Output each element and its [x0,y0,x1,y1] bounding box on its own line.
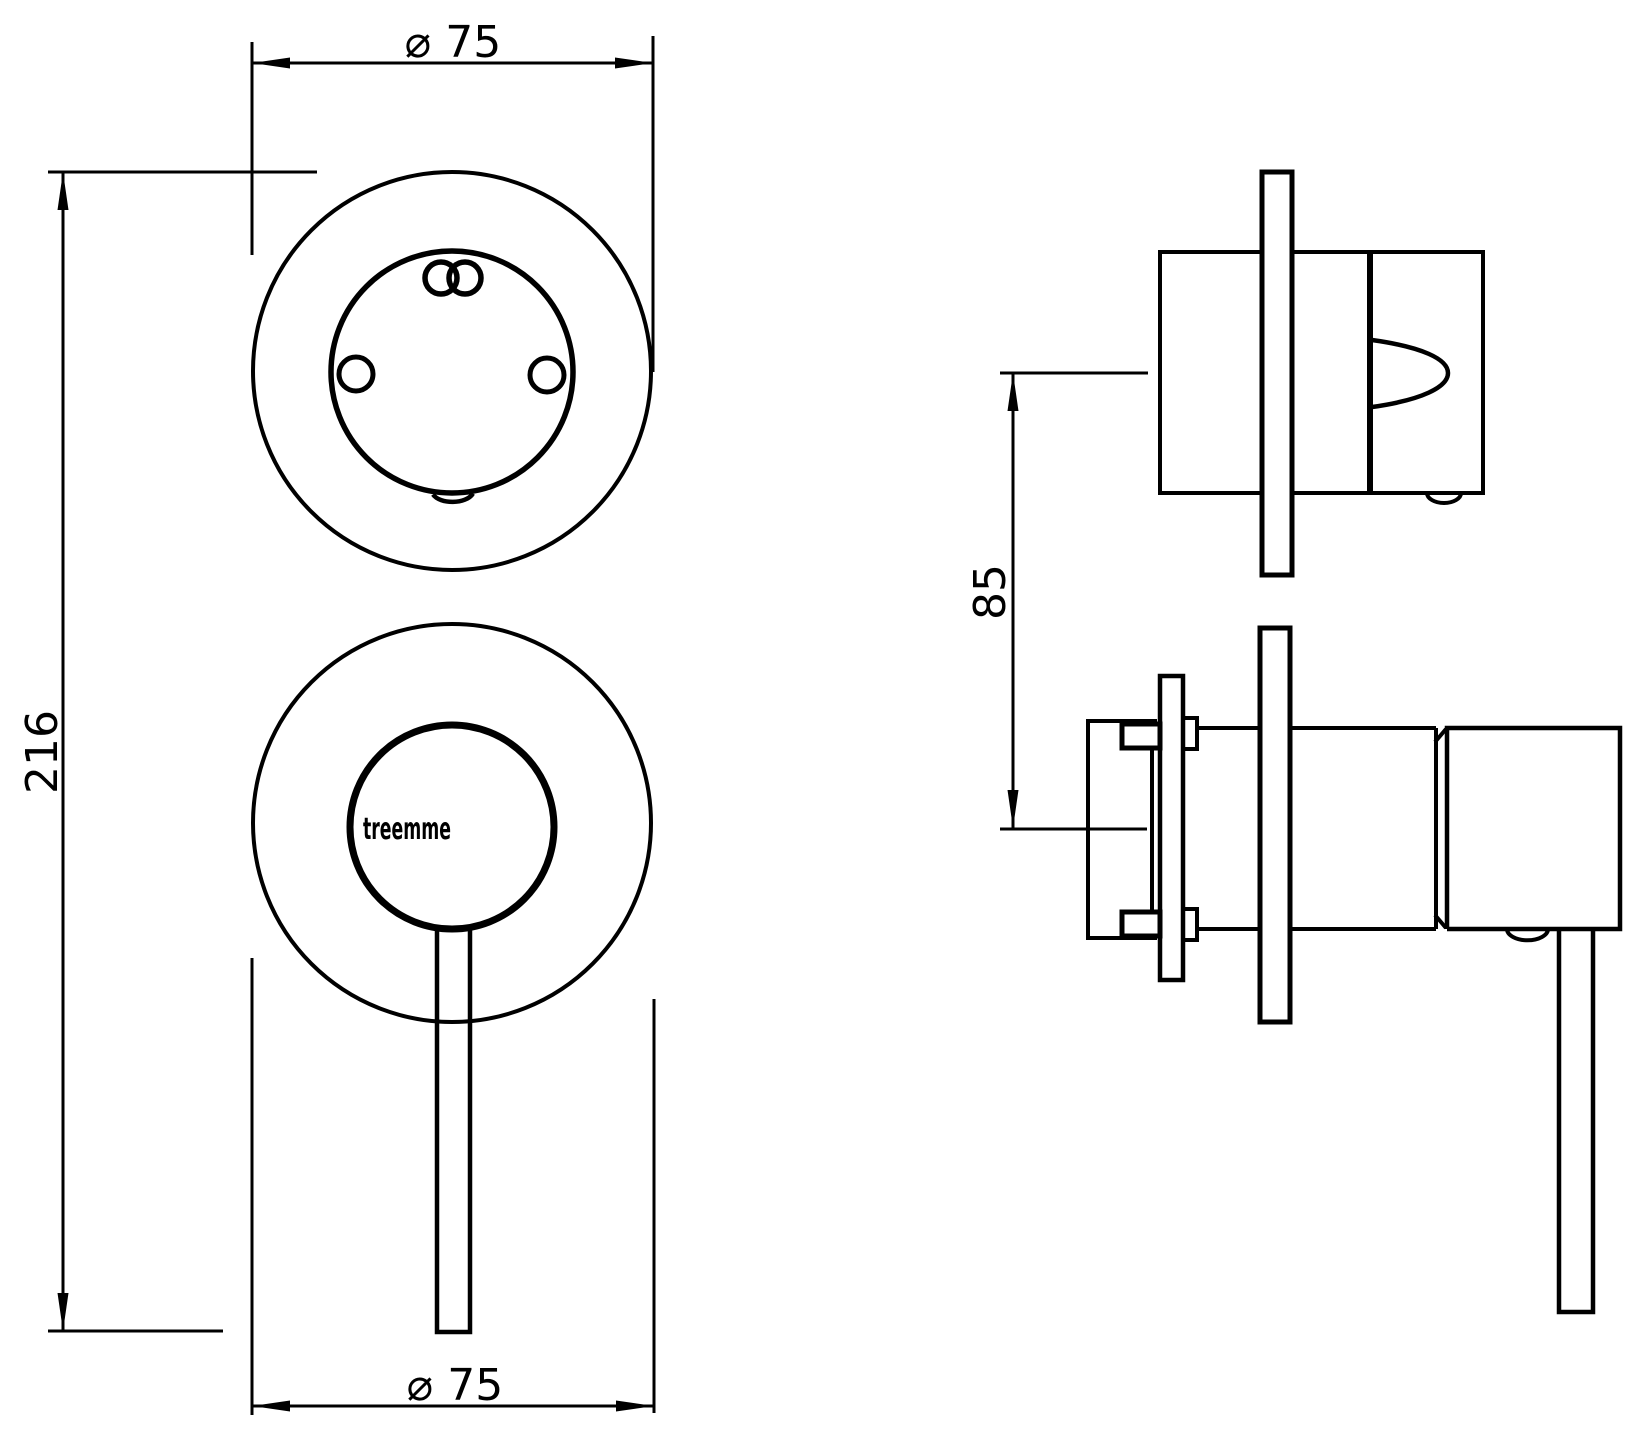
arrowhead-up [1007,373,1019,411]
valve-body-neck-edges [1197,726,1260,931]
brand-logo: treemme [363,812,451,847]
arrowhead-right [615,57,653,69]
bottom-wall-plate-side [1257,625,1293,1025]
screw-hole-right [527,355,567,395]
arrowhead-down [1007,790,1019,828]
arrowhead-down [57,1293,69,1331]
mounting-bracket-plate [1157,673,1186,983]
arrowhead-up [57,172,69,210]
dimension-label-top-diameter: ⌀ 75 [405,17,501,68]
diverter-ring-right-circle [446,259,484,297]
dimension-bottom-diameter: ⌀ 75 [250,958,656,1415]
dimension-wall-depth: 85 [965,371,1148,831]
front-view-bottom-mixer: treemme [251,622,653,1335]
top-escutcheon-outer-circle [251,170,653,572]
dimension-label-overall-height: 216 [17,710,68,794]
dimension-label-bottom-diameter: ⌀ 75 [407,1360,503,1411]
arrowhead-right [616,1400,654,1412]
front-view-top-escutcheon [251,170,653,572]
arrowhead-left [252,57,290,69]
lever-hub-section [1444,725,1623,932]
side-view-top-diverter [1158,169,1485,578]
valve-body-front-section [1292,726,1448,931]
arrowhead-left [252,1400,290,1412]
bolt-nut-top [1181,716,1199,751]
top-escutcheon-inner-circle [328,248,576,496]
underside-screw-detail [1505,928,1550,943]
dimension-top-diameter: ⌀ 75 [250,17,655,372]
side-view-bottom-mixer [1086,625,1623,1315]
bottom-tab-detail [431,491,475,505]
dimension-overall-height: 216 [17,170,317,1333]
underside-screw-detail [1425,492,1463,505]
diverter-ring-left-circle [422,259,460,297]
lever-base-circle [346,721,558,933]
top-wall-plate-side [1259,169,1295,578]
front-lever-handle [434,928,473,1335]
mounting-bolt-bottom [1119,909,1163,939]
bolt-nut-bottom [1181,907,1199,942]
mounting-bolt-top [1119,721,1163,751]
screw-hole-left [336,354,376,394]
diverter-knob-profile [1371,337,1451,410]
diverter-body-outline [1158,250,1485,495]
side-lever-handle [1556,930,1596,1315]
bottom-escutcheon-outer-circle [251,622,653,1024]
dimension-label-wall-depth: 85 [965,564,1016,620]
